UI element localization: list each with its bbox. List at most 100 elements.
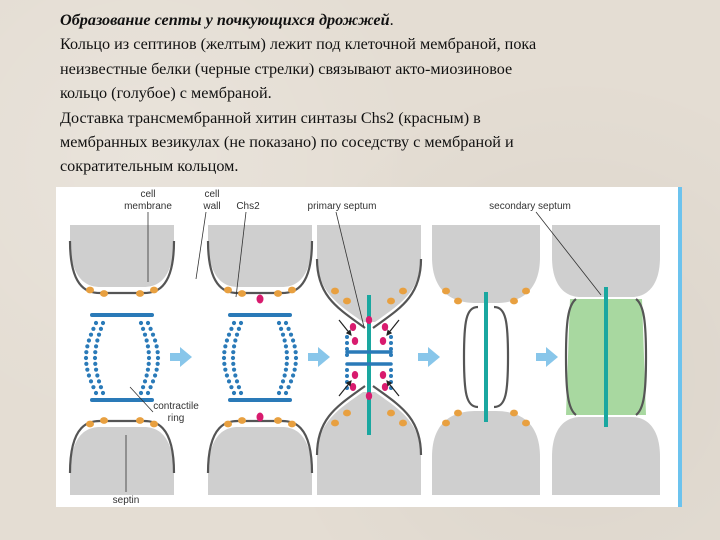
caption-line-4: Доставка трансмембранной хитин синтазы C… [60,108,481,127]
contractile-ring-dot [93,367,99,372]
cell-membrane-right [493,305,510,409]
cell-wall-bottom [208,427,312,495]
contractile-ring-dot [283,390,289,396]
chs2-dot-bottom [256,412,264,422]
contractile-ring-dot [389,341,393,345]
contractile-ring-dot [233,373,238,378]
contractile-ring-dot [145,390,151,396]
contractile-ring-dot [284,350,289,355]
contractile-ring-dot [292,344,297,349]
septin-dot [387,297,395,305]
label-cell-wall-2: wall [202,201,220,212]
contractile-ring-dot [236,326,242,331]
contractile-ring-dot [93,361,98,366]
contractile-ring-dot [92,355,98,361]
contractile-ring-dot [280,332,286,337]
contractile-ring-dot [230,355,236,361]
contractile-ring-dot [146,350,151,355]
septin-dot [510,297,518,305]
contractile-ring-dot [290,373,296,378]
cell-membrane-bottom-left [315,385,366,456]
label-cell-wall-1: cell [204,189,219,200]
cell-membrane-left [462,305,479,409]
label-chs2: Chs2 [236,201,260,212]
contractile-ring-dot [138,320,144,326]
contractile-ring-dot [93,344,99,349]
label-septin: septin [113,495,140,506]
contractile-ring-dot [85,367,90,372]
label-cell-membrane-2: membrane [124,201,172,212]
contractile-ring-dot [234,379,240,384]
septin-dot [343,409,351,417]
contractile-ring-dot [389,347,393,351]
cell-wall-top [70,225,174,287]
contractile-ring-dot [293,355,299,361]
contractile-ring-dot [142,332,148,337]
flow-arrow-2 [308,347,330,367]
contractile-ring-dot [152,373,158,378]
leader-cell-wall [195,211,207,280]
contractile-ring-dot [293,350,298,355]
cell-wall-top [552,225,660,297]
septin-dot [399,419,407,427]
contractile-ring-dot [282,373,287,378]
label-primary-septum: primary septum [308,201,377,212]
contractile-ring-dot [226,332,232,337]
contractile-ring-dot [345,347,349,351]
caption-text: Образование септы у почкующихся дрожжей.… [60,8,700,179]
contractile-ring-dot [224,338,230,343]
contractile-ring-dot [96,332,102,337]
label-contractile-ring: contractile ring [153,401,199,424]
leader-contractile-ring [129,386,154,413]
contractile-ring-dot [278,385,284,390]
contractile-ring-dot [345,368,349,372]
cell-membrane-top-left [315,258,366,329]
septin-top [86,286,94,294]
septum-diagram: cell membrane cell wall Chs2 primary sep… [56,187,682,507]
contractile-ring-dot [85,344,90,349]
caption-line-3: кольцо (голубое) с мембраной. [60,84,272,103]
septin-bottom [274,417,282,424]
panel-5 [552,225,660,495]
contractile-ring-dot [221,355,227,361]
chs2-dot [351,371,359,379]
contractile-ring-dot [231,361,236,366]
contractile-ring-dot [238,320,244,326]
flow-arrow-4 [536,347,558,367]
contractile-ring-dot [100,390,106,396]
panel-2 [206,225,314,495]
contractile-ring-dot [222,361,227,366]
contractile-ring-dot [83,355,89,361]
contractile-ring-dot [145,367,151,372]
septin-dot [442,287,450,295]
contractile-ring-dot [345,374,349,378]
contractile-ring-dot [283,367,289,372]
contractile-ring-dot [155,350,160,355]
septin-bottom [224,420,232,428]
contractile-ring-dot [150,379,156,384]
contractile-ring-dot [345,353,349,357]
contractile-ring-dot [140,326,146,331]
caption-title-end: . [389,11,394,29]
contractile-ring-dot [93,320,99,326]
contractile-ring-dot [389,335,393,339]
caption-line-2: неизвестные белки (черные стрелки) связы… [60,59,513,78]
chs2-dot [365,392,373,400]
contractile-ring-dot [140,385,146,390]
septin-dot [522,419,530,427]
chs2-dot [349,383,357,391]
cell-wall-top [317,225,421,322]
septin-bottom [86,420,94,428]
linker-arrow [386,319,400,336]
contractile-ring-dot [155,355,161,361]
cell-wall-bottom [552,417,660,495]
cell-wall-bottom [317,392,421,495]
caption-title: Образование септы у почкующихся дрожжей [60,11,390,29]
flow-arrow-3 [418,347,440,367]
contractile-ring-dot [98,385,104,390]
label-contractile-ring-2: ring [168,413,185,424]
figure-right-border [678,187,682,507]
contractile-ring-dot [93,350,98,355]
contractile-ring-dot [226,379,232,384]
contractile-ring-dot [86,338,92,343]
